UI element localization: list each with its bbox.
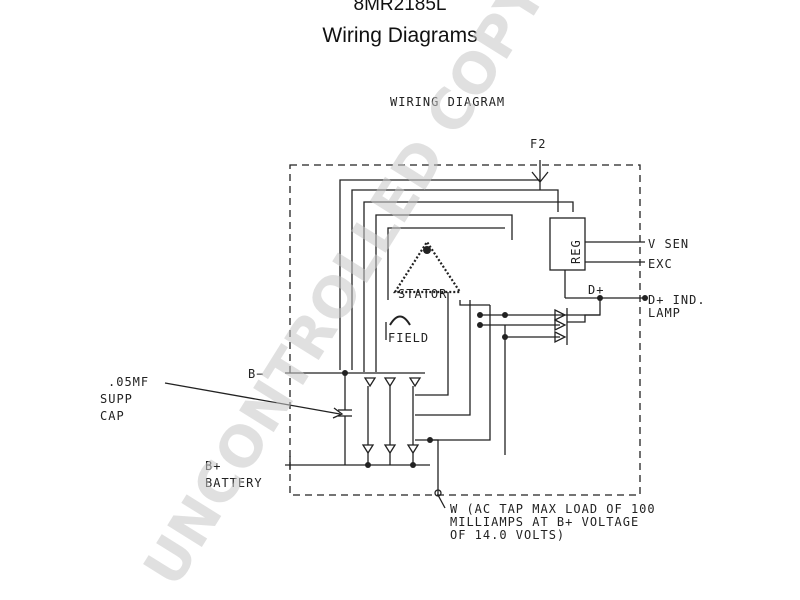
reg-label: REG	[569, 239, 583, 264]
diode-trio-3	[554, 330, 567, 344]
diagram-title: WIRING DIAGRAM	[390, 95, 505, 109]
cap-leader	[164, 382, 341, 415]
d-plus-internal-label: D+	[588, 283, 604, 297]
wire-loop-3	[363, 201, 574, 372]
lamp-label: LAMP	[648, 306, 681, 320]
field-label: FIELD	[388, 331, 429, 345]
stator-label: STATOR	[398, 287, 447, 301]
f2-label: F2	[530, 137, 546, 151]
regulator-box	[549, 217, 586, 271]
v-sen-label: V SEN	[648, 237, 689, 251]
d-plus-ind-label: D+ IND.	[648, 293, 706, 307]
alternator-housing-outline	[289, 164, 641, 496]
page-subtitle: Wiring Diagrams	[322, 24, 478, 47]
w-tap-note-line1: W (AC TAP MAX LOAD OF 100	[450, 502, 656, 516]
cap-value-label: .05MF	[108, 375, 149, 389]
wire-loop-4	[375, 214, 513, 372]
diode-trio-2	[554, 318, 567, 332]
cap-cap-label: CAP	[100, 409, 125, 423]
part-number-title: 8MR2185L	[353, 0, 447, 15]
b-plus-label: B+	[205, 459, 221, 473]
w-tap-note-line3: OF 14.0 VOLTS)	[450, 528, 565, 542]
w-tap-note-line2: MILLIAMPS AT B+ VOLTAGE	[450, 515, 639, 529]
f2-arrow	[531, 171, 549, 184]
battery-label: BATTERY	[205, 476, 263, 490]
wire-loop-5	[387, 227, 505, 300]
diode-trio-1	[554, 308, 567, 322]
exc-label: EXC	[648, 257, 673, 271]
wire-loop-1	[339, 179, 540, 370]
b-minus-label: B−	[248, 367, 264, 381]
stator-delta	[392, 239, 463, 294]
cap-supp-label: SUPP	[100, 392, 133, 406]
wire-loop-2	[351, 189, 559, 370]
